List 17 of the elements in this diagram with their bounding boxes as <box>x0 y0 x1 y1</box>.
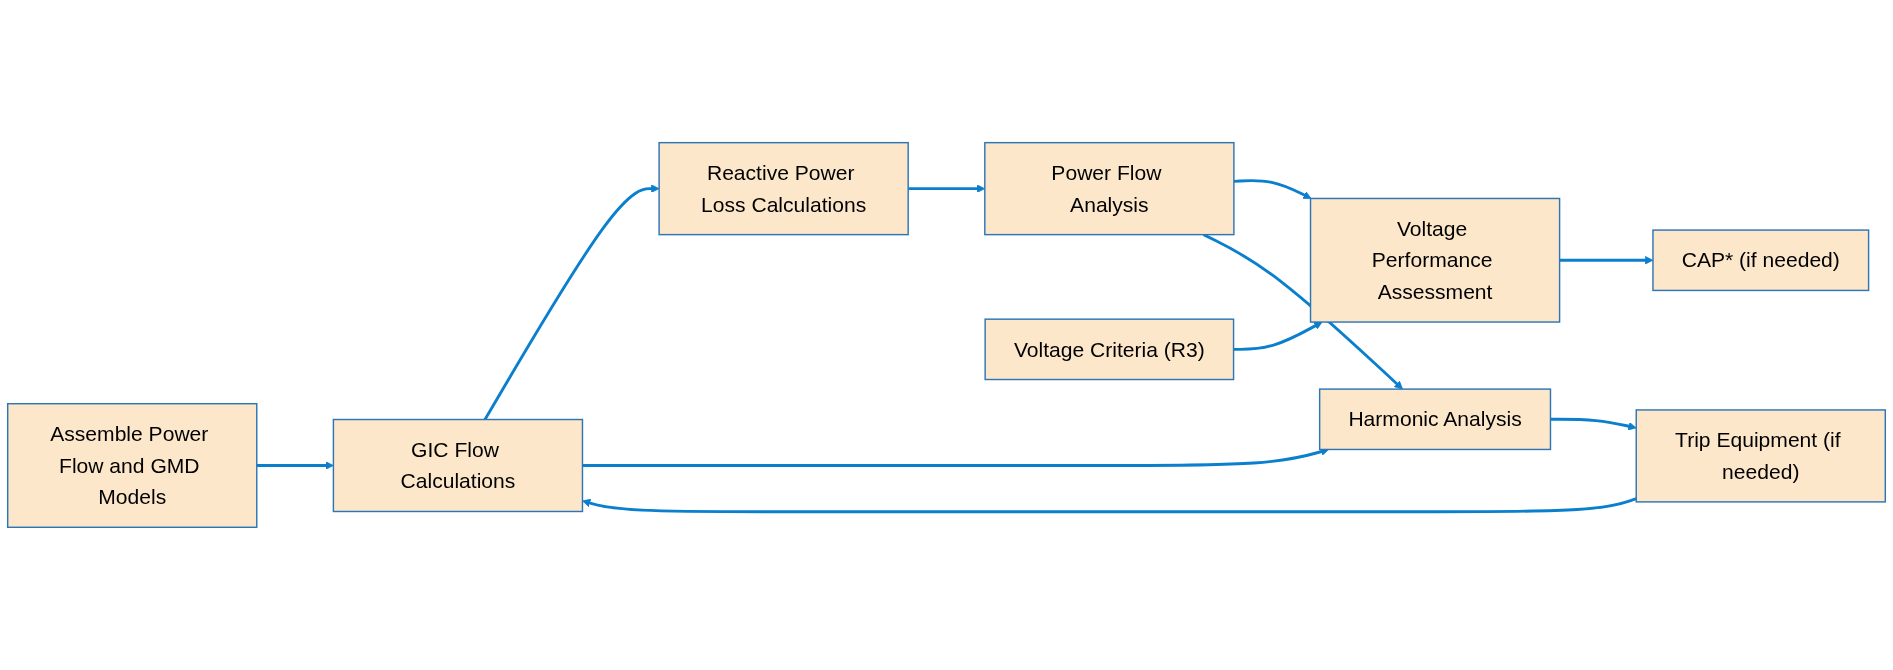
node-box: GIC Flow Calculations <box>332 418 584 513</box>
node-box: Trip Equipment (if needed) <box>1635 409 1887 503</box>
node-box: Reactive Power Loss Calculations <box>658 141 909 236</box>
arrow <box>483 184 660 421</box>
arrow <box>1202 233 1403 390</box>
arrow <box>582 447 1330 467</box>
arrow <box>1233 179 1312 199</box>
node-box: Assemble Power Flow and GMD Models <box>6 403 258 528</box>
node-box: Power Flow Analysis <box>984 141 1235 236</box>
node-box: Voltage Criteria (R3) <box>984 318 1235 381</box>
node-box: CAP* (if needed) <box>1652 229 1870 292</box>
node-box: Voltage Performance Assessment <box>1309 197 1561 323</box>
arrow <box>256 461 334 470</box>
arrow <box>582 497 1637 514</box>
arrow <box>1233 321 1323 351</box>
arrow <box>1550 417 1637 431</box>
node-box: Harmonic Analysis <box>1318 388 1552 451</box>
